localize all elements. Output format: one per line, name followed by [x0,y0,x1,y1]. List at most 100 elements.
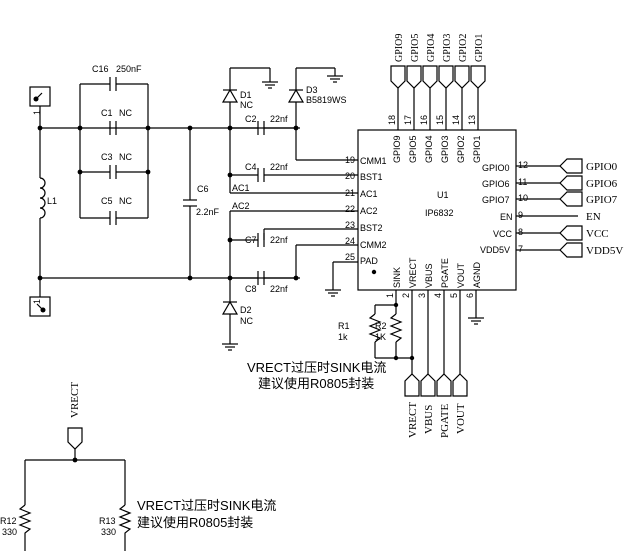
pin-num: 2 [401,293,411,298]
d3-ref: D3 [306,85,318,95]
pin-num: 24 [345,236,355,246]
pin-num: 3 [417,293,427,298]
pin-num: 11 [518,177,527,187]
r2-ref: R2 [375,321,387,331]
pin-name: GPIO4 [424,135,434,163]
pin-name: GPIO2 [456,135,466,163]
r13-value: 330 [101,527,116,537]
d1-ref: D1 [240,90,252,100]
pin-name: CMM2 [360,240,387,250]
note-1-line-1: VRECT过压时SINK电流 [247,360,386,375]
pin-name: AC1 [360,189,378,199]
u1-top-pins: 18 GPIO9 17 GPIO5 16 GPIO4 15 GPIO3 14 [387,88,482,163]
net-gpio9-label: GPIO9 [394,34,405,62]
pin-num: 15 [435,115,445,125]
note-2-line-1: VRECT过压时SINK电流 [137,498,276,513]
c2-ref: C2 [245,114,257,124]
c8-value: 22nf [270,284,288,294]
j1-pin-label: 1 [32,110,42,115]
pin-name: GPIO1 [472,135,482,163]
pin-num: 23 [345,220,355,230]
pin-name: GPIO5 [408,135,418,163]
u1-bottom-pins: 1 SINK 2 VRECT 3 VBUS 4 PGATE 5 VOUT 6 A… [385,257,484,374]
net-ac2-label: AC2 [232,201,250,211]
pin-name: PGATE [440,258,450,288]
c5-value: NC [119,196,132,206]
pin-num: 22 [345,204,355,214]
pin-gpio3: 15 GPIO3 [435,88,450,163]
c16-ref: C16 [92,64,109,74]
c6-value: 2.2nF [196,207,220,217]
r13-ref: R13 [99,516,116,526]
pin-gpio5: 17 GPIO5 [403,88,418,163]
pin-gpio4: 16 GPIO4 [419,88,434,163]
sink-resistors: R1 1k R2 1K [338,302,415,361]
pin-num: 16 [419,115,429,125]
pin-num: 17 [403,115,413,125]
c8-ref: C8 [245,284,257,294]
r12-ref: R12 [0,516,17,526]
pin-num: 25 [345,252,355,262]
pin-name: GPIO3 [440,135,450,163]
diode-d1 [221,88,239,103]
net-vbus-label: VBUS [423,405,435,434]
pin-name: EN [500,212,513,222]
pin-name: GPIO9 [392,135,402,163]
net-en-label: EN [586,211,601,223]
pin-name: GPIO6 [482,179,510,189]
pin-gpio1: 13 GPIO1 [467,88,482,163]
pin-num: 14 [451,115,461,125]
pin-num: 21 [345,188,355,198]
pin-name: AC2 [360,206,378,216]
inductor-l1 [39,177,46,219]
note-1-line-2: 建议使用R0805封装 [258,376,374,391]
d1-value: NC [240,100,253,110]
chip-u1: U1 IP6832 18 GPIO9 17 GPIO5 16 GPIO4 15 [338,34,623,438]
d2-ref: D2 [240,305,252,315]
pin-num: 12 [518,160,528,170]
bottom-net-vrect-label: VRECT [69,382,81,418]
c3-ref: C3 [101,152,113,162]
pin-num: 4 [433,293,443,298]
u1-part: IP6832 [425,208,454,218]
net-gpio7-label: GPIO7 [586,194,618,206]
pin-num: 13 [467,115,477,125]
pin-num: 5 [449,293,459,298]
pin-gpio2: 14 GPIO2 [451,88,466,163]
top-net-flags: GPIO9 GPIO5 GPIO4 GPIO3 GPIO2 GPIO1 [390,34,486,89]
c2-value: 22nf [270,114,288,124]
connector-j2: 1 [29,296,51,317]
right-net-flags: GPIO0 GPIO6 GPIO7 EN VCC VDD5V [559,158,623,258]
vrect-sink-network: VRECT R12 330 R13 330 VRECT过压时SINK电流 建议使… [0,382,276,551]
pin-name: CMM1 [360,156,387,166]
r1-ref: R1 [338,321,350,331]
pin-name: AGND [472,261,482,288]
pin-num: 7 [518,244,523,254]
diode-d3 [287,88,305,103]
inductor-network: 1 L1 1 C16 250nF [29,64,300,317]
pin-name: SINK [392,267,402,288]
c4-value: 22nf [270,162,288,172]
c16-value: 250nF [116,64,142,74]
pin-name: BST2 [360,223,383,233]
net-gpio4-label: GPIO4 [426,34,437,62]
pin-num: 8 [518,227,523,237]
net-vout-label: VOUT [455,403,467,434]
c4-ref: C4 [245,162,257,172]
d3-value: B5819WS [306,95,347,105]
c3-value: NC [119,152,132,162]
u1-ref: U1 [437,190,449,200]
pin-name: VBUS [424,263,434,288]
pin-num: 20 [345,171,355,181]
net-gpio0-label: GPIO0 [586,161,618,173]
pin-name: BST1 [360,172,383,182]
net-gpio2-label: GPIO2 [458,34,469,62]
r12-value: 330 [2,527,17,537]
c7-ref: C7 [245,235,257,245]
resistor-r2 [389,313,403,343]
net-vcc-label: VCC [586,228,609,240]
pin-num: 19 [345,155,355,165]
net-gpio6-label: GPIO6 [586,178,618,190]
pin-name: VOUT [456,262,466,288]
net-gpio5-label: GPIO5 [410,34,421,62]
